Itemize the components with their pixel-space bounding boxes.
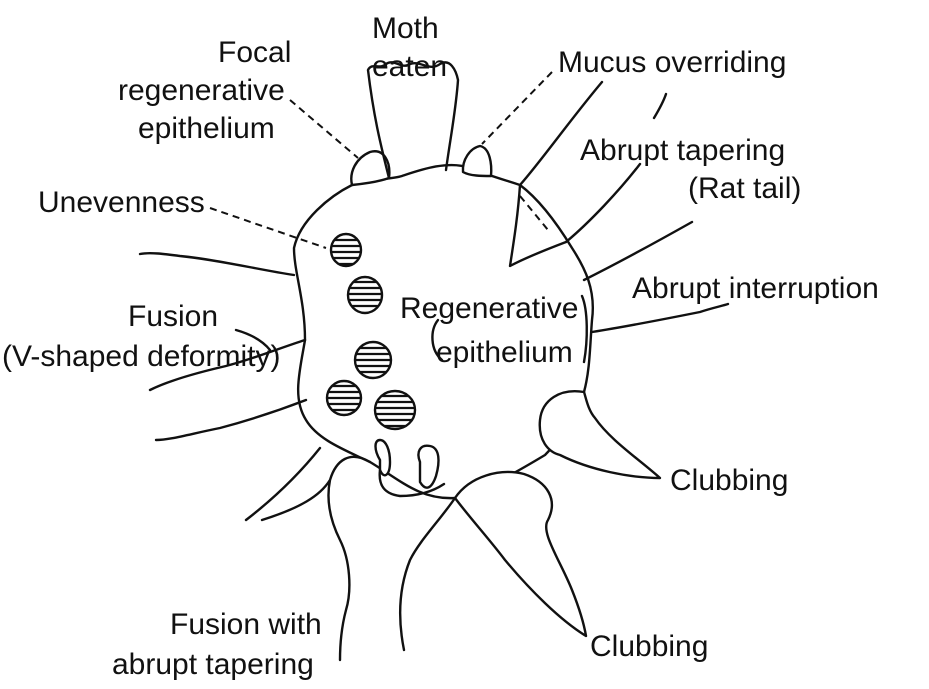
clubbing-bottom: [453, 470, 588, 638]
mucus-leader: [481, 71, 553, 145]
fusion-v-pit-upper: [138, 251, 296, 277]
fusion-v-pit-lower: [154, 398, 308, 442]
label-clubbing-right: Clubbing: [670, 464, 788, 497]
rat-tail-tip: [508, 183, 568, 268]
rat-tail-leader: [519, 195, 549, 231]
focal-leader: [289, 99, 359, 159]
label-abrupt-interruption: Abrupt interruption: [632, 272, 879, 305]
moth-eaten-pit: [366, 61, 460, 180]
label-abrupt-tapering-1: Abrupt tapering: [580, 134, 785, 167]
label-moth-2: eaten: [372, 50, 447, 83]
label-focal-1: Focal: [218, 36, 291, 69]
fusion-v-pit-bottom: [244, 446, 322, 522]
abrupt-interruption-pit-lower: [590, 302, 730, 334]
label-regenerative-2: epithelium: [436, 336, 573, 369]
regenerative-marker: [431, 318, 444, 362]
focal-knob-right: [461, 144, 493, 178]
hatched-dot-3: [353, 340, 393, 380]
label-fusion-tapering-2: abrupt tapering: [112, 648, 314, 681]
fusion-v-pit-mid: [148, 328, 307, 392]
clubbing-bottom-stalk: [398, 496, 457, 652]
abrupt-interruption-pit-upper: [582, 220, 694, 282]
label-focal-3: epithelium: [138, 112, 275, 145]
hatched-dot-1: [329, 232, 363, 268]
label-mucus: Mucus overriding: [558, 46, 786, 79]
clubbing-right: [538, 390, 662, 480]
label-clubbing-bottom: Clubbing: [590, 630, 708, 663]
fusion-tapering-pit: [260, 455, 446, 662]
label-fusion-2: (V-shaped deformity): [2, 340, 280, 373]
label-focal-2: regenerative: [118, 74, 285, 107]
abrupt-tapering-pit: [564, 92, 668, 244]
label-abrupt-tapering-2: (Rat tail): [688, 172, 801, 205]
regenerative-bracket: [580, 294, 588, 364]
label-regenerative-1: Regenerative: [400, 292, 578, 325]
mucus-overriding-pit: [518, 80, 604, 187]
hatched-dot-2: [346, 275, 384, 315]
label-unevenness: Unevenness: [38, 186, 205, 219]
focal-knob-left: [350, 150, 391, 187]
label-fusion-1: Fusion: [128, 300, 218, 333]
unevenness-leader: [209, 207, 327, 249]
fusion-tapering-knob-2: [417, 444, 440, 489]
label-fusion-tapering-1: Fusion with: [170, 608, 322, 641]
label-moth-1: Moth: [372, 12, 439, 45]
fusion-tapering-knob-1: [374, 438, 392, 477]
hatched-dot-5: [373, 389, 417, 431]
hatched-dot-4: [325, 379, 363, 417]
